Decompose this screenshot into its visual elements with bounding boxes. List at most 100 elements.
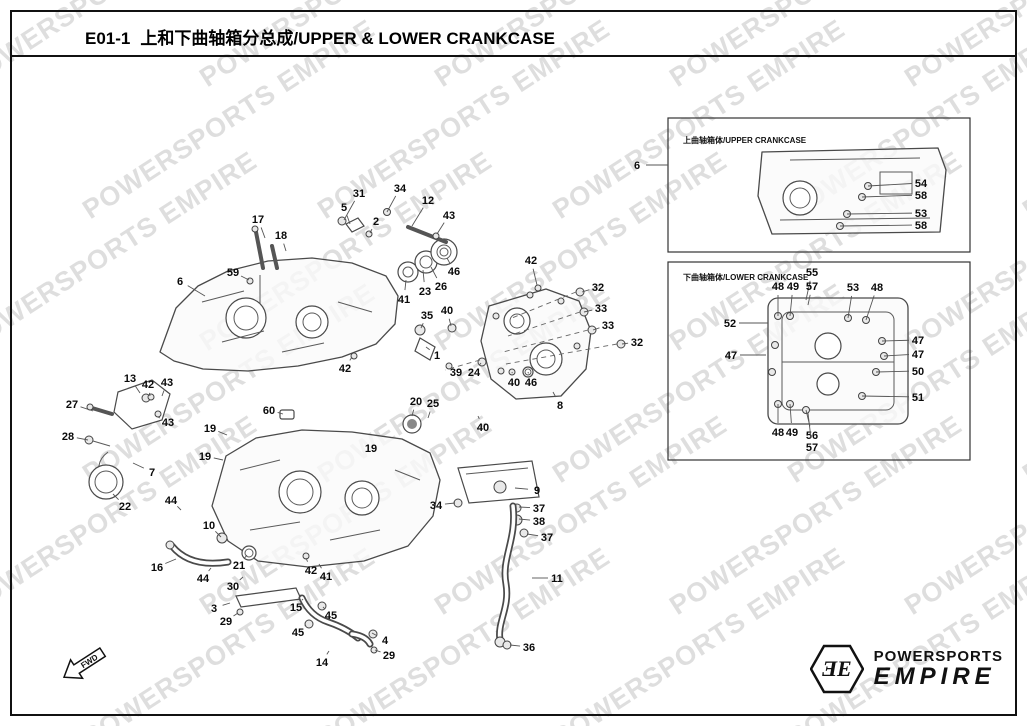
leader-line — [807, 294, 811, 306]
oil-strainer-pipe-drawing — [453, 460, 540, 650]
callout-number-58: 58 — [915, 190, 927, 202]
leader-line — [215, 531, 222, 538]
fwd-arrow: FWD — [62, 646, 107, 680]
leader-line — [349, 356, 353, 361]
leader-line — [430, 266, 438, 279]
leader-line — [422, 269, 425, 283]
callout-number-18: 18 — [275, 230, 287, 242]
leader-line — [343, 200, 356, 221]
leader-line — [404, 279, 407, 291]
callout-number-27: 27 — [66, 399, 78, 411]
diagram-title-text: 上和下曲轴箱分总成/UPPER & LOWER CRANKCASE — [140, 29, 555, 48]
leader-line — [222, 602, 231, 606]
callout-number-7: 7 — [149, 467, 155, 479]
callout-number-36: 36 — [523, 642, 535, 654]
callout-number-19: 19 — [365, 443, 377, 455]
leader-line — [514, 487, 529, 490]
callout-number-11: 11 — [551, 573, 563, 585]
leader-line — [448, 318, 452, 327]
leader-line — [112, 493, 119, 500]
callout-number-1: 1 — [434, 350, 440, 362]
leader-line — [518, 518, 531, 521]
leader-line — [80, 406, 94, 412]
callout-number-52: 52 — [724, 318, 736, 330]
callout-number-23: 23 — [419, 286, 431, 298]
leader-line — [839, 224, 913, 227]
callout-number-48: 48 — [871, 282, 883, 294]
callout-number-3: 3 — [211, 603, 217, 615]
callout-number-49: 49 — [786, 427, 798, 439]
brand-name-top: POWERSPORTS — [873, 647, 1003, 665]
leader-line — [436, 222, 445, 235]
bearing-parts-drawing — [279, 238, 534, 434]
callout-number-30: 30 — [227, 581, 239, 593]
callout-number-44: 44 — [165, 495, 178, 507]
callout-number-37: 37 — [541, 532, 553, 544]
inset-upper-crankcase: 上曲轴箱体/UPPER CRANKCASE — [667, 117, 971, 253]
fastener-parts-drawing — [147, 208, 626, 560]
leader-line — [240, 275, 250, 281]
callout-number-29: 29 — [220, 616, 232, 628]
callout-number-22: 22 — [119, 501, 131, 513]
callout-number-58: 58 — [915, 220, 927, 232]
callout-number-28: 28 — [62, 431, 74, 443]
leader-line — [76, 437, 89, 441]
leader-line — [875, 370, 910, 373]
callout-number-19: 19 — [199, 451, 211, 463]
side-cover-drawing — [480, 288, 592, 400]
leader-line — [444, 502, 456, 505]
leader-line — [867, 183, 913, 187]
callout-number-48: 48 — [772, 427, 784, 439]
leader-line — [805, 280, 811, 301]
leader-line — [861, 395, 910, 398]
leader-line — [161, 390, 165, 397]
inset-lower-crankcase: 下曲轴箱体/LOWER CRANKCASE — [667, 261, 971, 461]
callout-number-37: 37 — [533, 503, 545, 515]
leader-line — [218, 431, 228, 436]
leader-line — [326, 650, 330, 655]
leader-line — [322, 606, 325, 609]
callout-number-6: 6 — [634, 160, 640, 172]
callout-number-25: 25 — [427, 398, 439, 410]
leader-line — [346, 215, 351, 225]
leader-line — [304, 624, 307, 627]
callout-number-47: 47 — [725, 350, 737, 362]
leader-line — [883, 354, 910, 357]
callout-number-34: 34 — [394, 183, 407, 195]
callout-number-33: 33 — [595, 303, 607, 315]
leader-line — [509, 644, 521, 647]
leader-line — [411, 207, 424, 227]
lower-crankcase-drawing — [165, 429, 441, 654]
callout-number-39: 39 — [450, 367, 462, 379]
leader-line — [157, 416, 161, 419]
callout-number-14: 14 — [316, 657, 329, 669]
leader-line — [518, 506, 531, 509]
leader-line — [318, 563, 322, 569]
leader-line — [526, 533, 539, 537]
leader-line — [477, 415, 480, 419]
callout-number-42: 42 — [339, 363, 351, 375]
callout-number-6: 6 — [177, 276, 183, 288]
callout-number-41: 41 — [320, 571, 332, 583]
callout-number-53: 53 — [915, 208, 927, 220]
callout-number-45: 45 — [325, 610, 337, 622]
callout-number-26: 26 — [435, 281, 447, 293]
leader-line — [277, 412, 284, 415]
leader-line — [846, 212, 913, 215]
callout-number-43: 43 — [443, 210, 455, 222]
leader-line — [305, 557, 308, 562]
leader-line — [260, 227, 266, 239]
callout-number-42: 42 — [142, 379, 154, 391]
leader-line — [213, 457, 224, 461]
callout-number-35: 35 — [421, 310, 433, 322]
callout-number-47: 47 — [912, 335, 924, 347]
leader-line — [187, 285, 206, 297]
leader-line — [177, 506, 182, 511]
callout-number-51: 51 — [912, 392, 924, 404]
exploded-drawing: 上曲轴箱体/UPPER CRANKCASE 下曲轴箱体/LOWER CRANKC… — [62, 117, 971, 680]
callout-number-32: 32 — [592, 282, 604, 294]
brand-logo-icon: ƎE — [809, 644, 864, 694]
leader-line — [552, 391, 557, 398]
